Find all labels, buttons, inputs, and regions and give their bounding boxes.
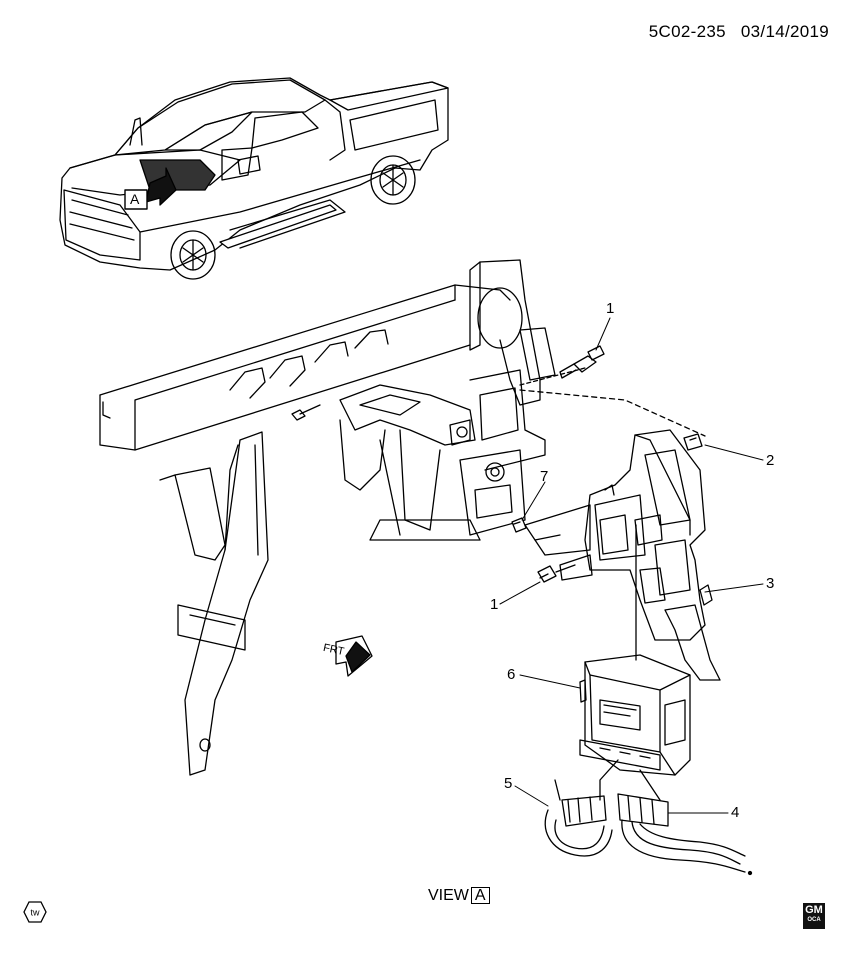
callout-6: 6 <box>507 666 516 683</box>
truck-view-letter: A <box>130 191 140 207</box>
gm-logo-top: GM <box>805 904 823 916</box>
diagram-date: 03/14/2019 <box>740 22 829 41</box>
callout-5: 5 <box>504 775 513 792</box>
callout-1-upper: 1 <box>606 300 615 317</box>
front-direction-arrow <box>335 635 373 677</box>
view-text: VIEW <box>428 887 469 904</box>
gm-logo-badge: GM OCA <box>803 903 825 929</box>
retainer-clip <box>511 517 527 533</box>
bolt-lower <box>537 564 576 583</box>
gm-logo-bottom: OCA <box>807 917 821 923</box>
callout-leaders <box>499 317 764 814</box>
cross-car-beam <box>99 259 556 776</box>
view-letter-box: A <box>470 887 490 904</box>
harness-connector-left <box>544 779 613 857</box>
tw-badge-icon: tw <box>23 901 47 923</box>
callout-7: 7 <box>540 468 549 485</box>
callout-2: 2 <box>766 452 775 469</box>
clip-nut <box>683 433 703 451</box>
harness-connector-right <box>617 793 746 873</box>
diagram-id: 5C02-235 <box>648 22 726 41</box>
truck-view-a-marker <box>124 189 148 210</box>
diagram-header: 5C02-235 03/14/2019 <box>639 22 829 42</box>
callout-4: 4 <box>731 804 740 821</box>
module-bracket <box>524 429 721 681</box>
callout-3: 3 <box>766 575 775 592</box>
bolt-upper <box>519 345 605 386</box>
body-control-module <box>579 654 691 776</box>
truck-illustration <box>59 77 449 280</box>
callout-1-lower: 1 <box>490 596 499 613</box>
tw-badge-text: tw <box>31 908 41 918</box>
